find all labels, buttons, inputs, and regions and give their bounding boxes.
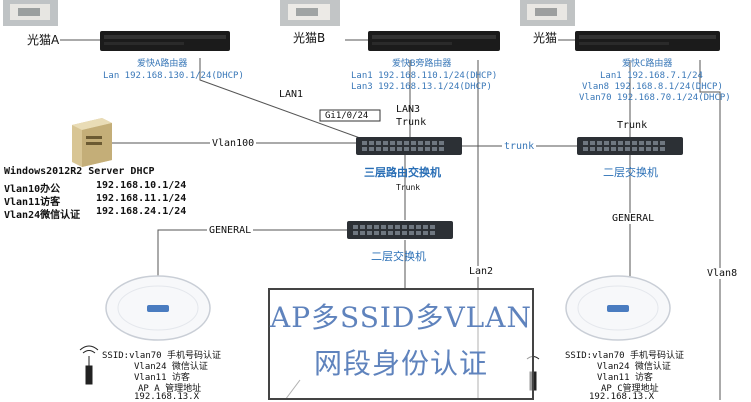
link-general-right-label: GENERAL [610, 213, 657, 224]
modem-b-icon [280, 0, 340, 26]
server-row-name: Vlan10办公 [4, 184, 61, 195]
server-row-name: Vlan24微信认证 [4, 210, 81, 221]
link-vlan8-label: Vlan8 [706, 268, 739, 279]
link-trunk-right-label: Trunk [617, 120, 648, 131]
server-row-net: 192.168.24.1/24 [96, 206, 187, 217]
router-b-name: 爱快B旁路由器 [392, 59, 452, 69]
ap-right-icon [565, 275, 671, 341]
overlay-title-line1: AP多SSID多VLAN [270, 301, 532, 334]
link-lan2-label: Lan2 [468, 266, 495, 277]
ap-right-line: AP C管理地址 [601, 384, 659, 394]
link-trunk-small-label: Trunk [396, 183, 421, 192]
ap-right-line: Vlan11 访客 [597, 373, 653, 383]
modem-c-icon [520, 0, 575, 26]
link-general-left-label: GENERAL [207, 225, 254, 236]
overlay-title-line2: 网段身份认证 [313, 347, 488, 380]
switch-l3-main-icon [356, 137, 462, 155]
server-row-name: Vlan11访客 [4, 197, 61, 208]
switch-l3-right-icon [577, 137, 683, 155]
router-c-vlan70: Vlan70 192.168.70.1/24(DHCP) [579, 93, 731, 103]
port-box [319, 109, 381, 122]
router-a-lan: Lan 192.168.130.1/24(DHCP) [103, 71, 244, 81]
ap-left-line: Vlan24 微信认证 [134, 362, 208, 372]
modem-a-icon [3, 0, 58, 26]
ap-right-line: 192.168.13.X [589, 392, 655, 402]
router-c-vlan8: Vlan8 192.168.8.1/24(DHCP) [582, 82, 723, 92]
router-c-icon [575, 31, 720, 51]
ap-left-line: 192.168.13.X [134, 392, 200, 402]
switch-l3-right-label: 二层交换机 [603, 166, 658, 179]
ap-left-line: Vlan11 访客 [134, 373, 190, 383]
router-c-lan1: Lan1 192.168.7.1/24 [600, 71, 703, 81]
link-trunk-between-label: trunk [502, 141, 537, 152]
overlay-title-box: AP多SSID多VLAN 网段身份认证 [268, 288, 534, 400]
switch-l2-label: 二层交换机 [371, 250, 426, 263]
server-icon [72, 118, 112, 167]
switch-l2-icon [347, 221, 453, 239]
modem-a-label: 光猫A [27, 33, 60, 47]
server-title: Windows2012R2 Server DHCP [4, 166, 155, 177]
ap-right-ssid: SSID:vlan70 手机号码认证 [565, 351, 685, 361]
link-vlan100-label: Vlan100 [210, 138, 257, 149]
switch-l3-main-label: 三层路由交换机 [364, 166, 441, 179]
server-row-net: 192.168.11.1/24 [96, 193, 187, 204]
router-b-icon [368, 31, 500, 51]
router-a-icon [100, 31, 230, 51]
link-lan3-label: LAN3 [396, 104, 421, 115]
router-b-lan3: Lan3 192.168.13.1/24(DHCP) [351, 82, 492, 92]
antenna-left-icon [79, 345, 99, 385]
link-gi-label: Gi1/0/24 [325, 111, 369, 121]
ap-left-ssid: SSID:vlan70 手机号码认证 [102, 351, 222, 361]
ap-left-line: AP A 管理地址 [138, 384, 202, 394]
router-b-lan1: Lan1 192.168.110.1/24(DHCP) [351, 71, 498, 81]
router-a-name: 爱快A路由器 [137, 59, 188, 69]
ap-right-line: Vlan24 微信认证 [597, 362, 671, 372]
modem-b-label: 光猫B [293, 31, 326, 45]
router-c-name: 爱快C路由器 [622, 59, 673, 69]
modem-c-label: 光猫 [533, 31, 558, 45]
ap-left-icon [105, 275, 211, 341]
link-trunk-mid-label: Trunk [396, 117, 427, 128]
link-lan1-label: LAN1 [279, 89, 304, 100]
server-row-net: 192.168.10.1/24 [96, 180, 187, 191]
